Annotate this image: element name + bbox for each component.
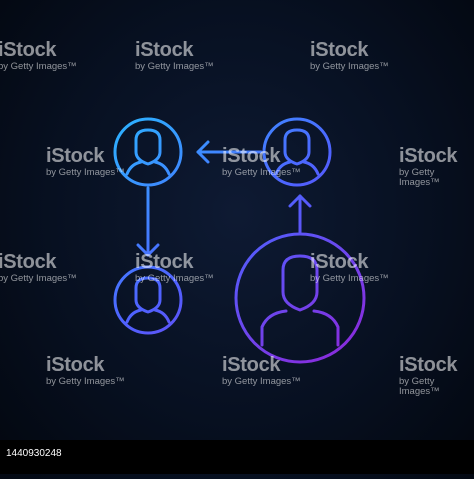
person-circle-icon xyxy=(262,117,332,187)
person-circle-icon xyxy=(113,265,183,335)
image-id: 1440930248 xyxy=(6,448,62,459)
arrow-up-icon xyxy=(288,194,312,234)
footer-bar: 1440930248 xyxy=(0,440,474,474)
arrow-left-icon xyxy=(196,140,263,164)
arrow-down-icon xyxy=(136,186,160,257)
large-person-circle-icon xyxy=(234,232,366,364)
person-circle-icon xyxy=(113,117,183,187)
